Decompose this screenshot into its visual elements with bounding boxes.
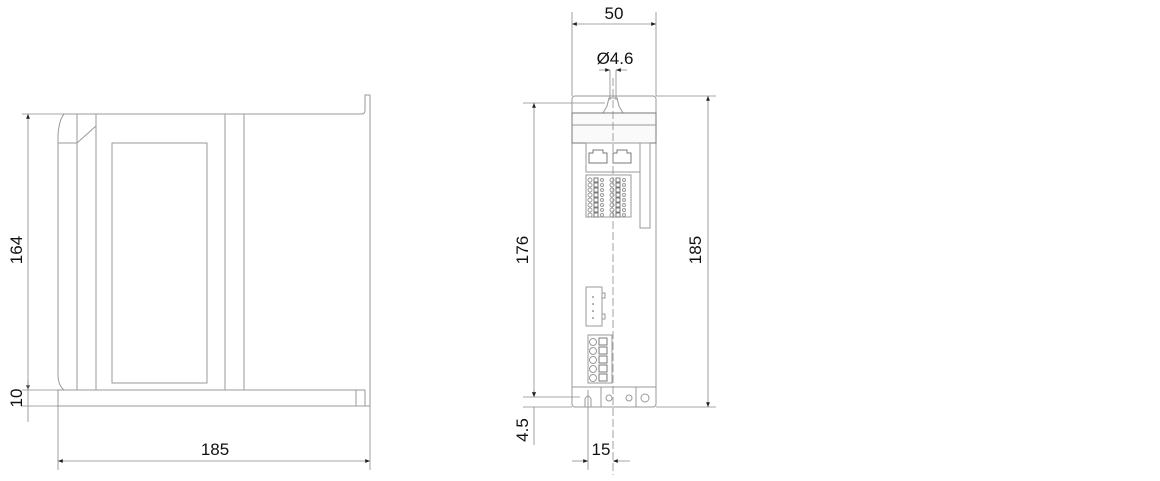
- power-connector: [585, 286, 603, 327]
- connector-latch: [601, 292, 606, 299]
- terminal-hole: [587, 192, 593, 198]
- terminal-led: [600, 213, 604, 217]
- dim-164-label: 164: [7, 236, 26, 264]
- terminal-clamp: [615, 187, 621, 193]
- terminal-hole: [587, 177, 593, 183]
- terminal-led: [600, 188, 604, 192]
- rj45-port-1: [588, 149, 608, 164]
- terminal-hole: [587, 197, 593, 203]
- front-view: 50 Ø4.6 176 4.5 185 15: [513, 4, 716, 475]
- terminal-hole: [587, 182, 593, 188]
- mount-hole: [640, 393, 650, 403]
- front-chamfer: [58, 125, 97, 144]
- terminal-clamp: [615, 192, 621, 198]
- terminal-hole: [589, 365, 597, 373]
- terminal-led: [600, 178, 604, 182]
- dim-185-depth-label: 185: [201, 440, 229, 459]
- terminal-led: [622, 193, 626, 197]
- terminal-led: [622, 203, 626, 207]
- terminal-led: [622, 188, 626, 192]
- terminal-clamp: [598, 337, 608, 346]
- terminal-hole: [589, 374, 597, 382]
- terminal-hole: [589, 347, 597, 355]
- terminal-hole: [609, 212, 615, 218]
- dim-185-height-label: 185: [686, 236, 705, 264]
- terminal-clamp: [593, 177, 599, 183]
- terminal-hole: [609, 197, 615, 203]
- dim-10-label: 10: [7, 389, 26, 408]
- bottom-terminal-block: [587, 334, 613, 384]
- terminal-clamp: [615, 182, 621, 188]
- terminal-hole: [589, 338, 597, 346]
- dim-176-label: 176: [513, 236, 532, 264]
- terminal-hole: [589, 356, 597, 364]
- rj45-port-2: [612, 149, 632, 164]
- terminal-hole: [609, 207, 615, 213]
- terminal-clamp: [593, 207, 599, 213]
- terminal-clamp: [598, 346, 608, 355]
- io-terminal-block: [585, 174, 632, 218]
- side-window: [111, 142, 208, 384]
- terminal-clamp: [615, 212, 621, 218]
- terminal-clamp: [615, 197, 621, 203]
- terminal-clamp: [593, 192, 599, 198]
- terminal-hole: [587, 212, 593, 218]
- foot-plate: [600, 386, 637, 408]
- terminal-hole: [609, 182, 615, 188]
- terminal-clamp: [598, 355, 608, 364]
- terminal-clamp: [593, 202, 599, 208]
- terminal-hole: [609, 202, 615, 208]
- terminal-led: [600, 208, 604, 212]
- terminal-hole: [587, 207, 593, 213]
- dim-4-5-label: 4.5: [513, 418, 532, 442]
- side-view: 164 10 185: [7, 94, 371, 470]
- terminal-led: [622, 208, 626, 212]
- connector-latch: [601, 313, 606, 320]
- terminal-led: [600, 183, 604, 187]
- terminal-led: [622, 178, 626, 182]
- label-strip: [639, 142, 651, 229]
- top-cover-band: [571, 112, 657, 144]
- terminal-clamp: [615, 202, 621, 208]
- base-end-block: [355, 389, 366, 407]
- terminal-led: [600, 203, 604, 207]
- terminal-clamp: [615, 207, 621, 213]
- terminal-led: [600, 198, 604, 202]
- mount-hole: [605, 394, 613, 402]
- terminal-clamp: [593, 197, 599, 203]
- terminal-clamp: [593, 182, 599, 188]
- terminal-clamp: [593, 187, 599, 193]
- dim-hole-label: Ø4.6: [597, 49, 634, 68]
- keyhole-top: [602, 97, 624, 114]
- terminal-led: [622, 198, 626, 202]
- terminal-clamp: [598, 373, 608, 382]
- side-body-outline: [57, 94, 371, 407]
- dim-15-label: 15: [592, 440, 611, 459]
- terminal-hole: [587, 202, 593, 208]
- terminal-clamp: [598, 364, 608, 373]
- terminal-hole: [609, 177, 615, 183]
- terminal-led: [600, 193, 604, 197]
- terminal-hole: [587, 187, 593, 193]
- terminal-clamp: [615, 177, 621, 183]
- terminal-hole: [609, 192, 615, 198]
- terminal-clamp: [593, 212, 599, 218]
- terminal-led: [622, 183, 626, 187]
- mount-hole: [625, 394, 633, 402]
- terminal-hole: [609, 187, 615, 193]
- dim-50-label: 50: [605, 4, 624, 23]
- terminal-led: [622, 213, 626, 217]
